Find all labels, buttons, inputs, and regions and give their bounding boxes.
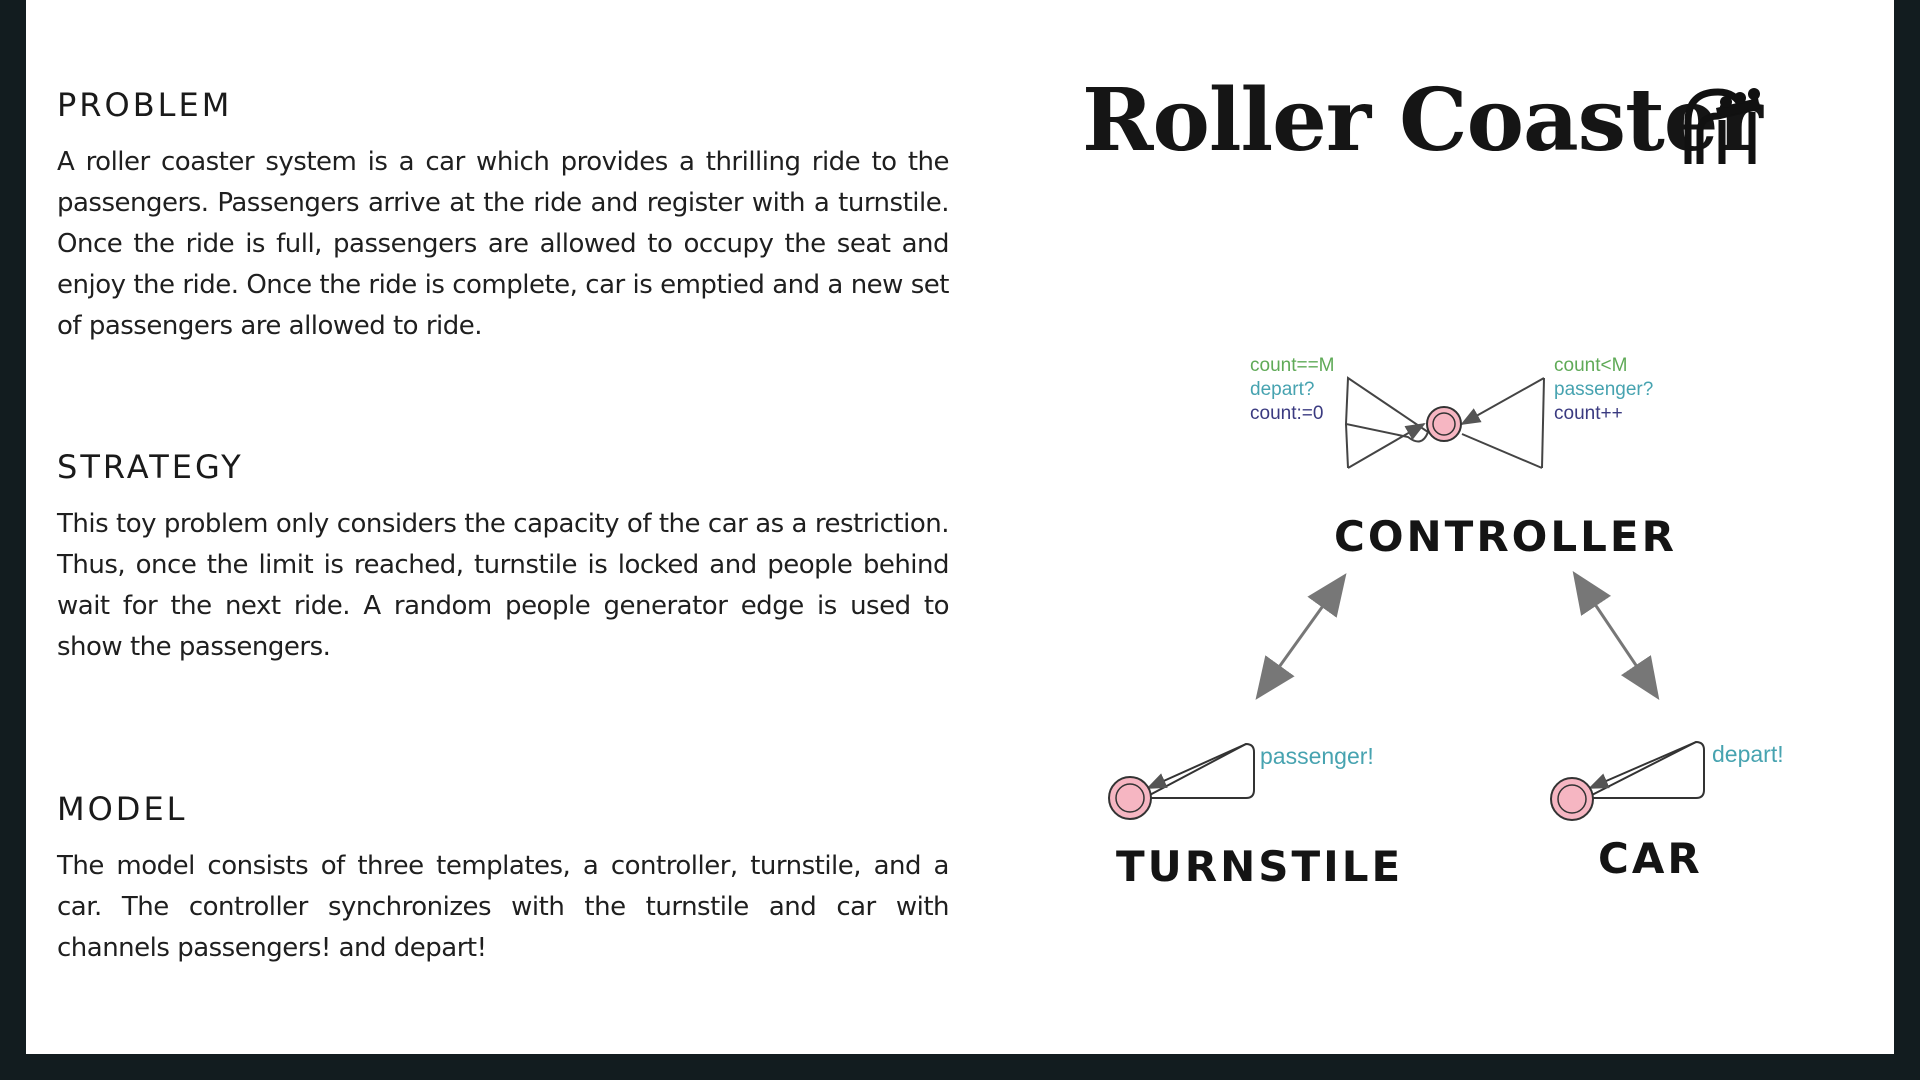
section-body: This toy problem only considers the capa…: [57, 509, 950, 662]
car-label: CAR: [1598, 834, 1703, 883]
roller-coaster-icon: [1684, 88, 1761, 164]
page-title: Roller Coaster: [1082, 70, 1763, 171]
section-strategy: STRATEGY This toy problem only considers…: [57, 448, 950, 668]
controller-left-loop: [1344, 376, 1430, 469]
turnstile-location: [1108, 776, 1152, 820]
sync-label: depart?: [1250, 379, 1315, 400]
turnstile-label: TURNSTILE: [1116, 842, 1404, 891]
section-body: A roller coaster system is a car which p…: [57, 147, 950, 341]
sync-arrow-controller-car: [1572, 571, 1660, 700]
car-loop: [1585, 740, 1705, 799]
section-problem: PROBLEM A roller coaster system is a car…: [57, 86, 950, 347]
guard-label: count<M: [1554, 355, 1628, 376]
controller-left-edge-labels: count==M depart? count:=0: [1250, 354, 1335, 426]
turnstile-edge-label: passenger!: [1260, 743, 1374, 769]
turnstile-loop: [1143, 742, 1255, 799]
assign-label: count:=0: [1250, 403, 1324, 424]
sync-label: passenger?: [1554, 379, 1654, 400]
section-heading: MODEL: [57, 790, 188, 828]
diagram-graphics: [1108, 376, 1705, 821]
guard-label: count==M: [1250, 355, 1335, 376]
car-edge-label: depart!: [1712, 741, 1784, 767]
assign-label: count++: [1554, 403, 1623, 424]
section-heading: STRATEGY: [57, 448, 244, 486]
controller-label: CONTROLLER: [1334, 512, 1677, 561]
controller-right-edge-labels: count<M passenger? count++: [1554, 354, 1653, 426]
section-model: MODEL The model consists of three templa…: [57, 790, 950, 969]
slide: PROBLEM A roller coaster system is a car…: [26, 0, 1894, 1054]
car-location: [1550, 777, 1594, 821]
section-body: The model consists of three templates, a…: [57, 851, 950, 963]
sync-arrow-controller-turnstile: [1255, 573, 1347, 700]
section-heading: PROBLEM: [57, 86, 233, 124]
controller-right-loop: [1460, 377, 1545, 469]
controller-location: [1426, 406, 1462, 442]
